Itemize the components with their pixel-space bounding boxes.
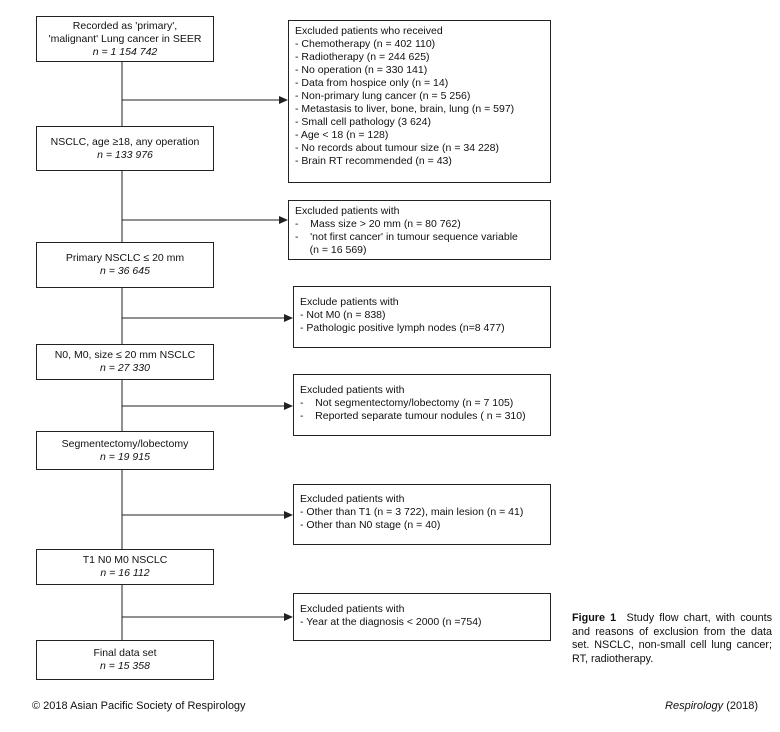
journal-reference: Respirology (2018) [665, 700, 758, 712]
exclusion-item: - Year at the diagnosis < 2000 (n =754) [300, 616, 482, 628]
exclusion-item: - Metastasis to liver, bone, brain, lung… [295, 103, 515, 115]
exclusion-item: - Age < 18 (n = 128) [295, 129, 389, 141]
step-text: N0, M0, size ≤ 20 mm NSCLC [54, 349, 196, 361]
journal-name: Respirology [665, 700, 724, 712]
step-text: Segmentectomy/lobectomy [61, 437, 189, 450]
copyright-notice: © 2018 Asian Pacific Society of Respirol… [32, 700, 246, 712]
step-text: Recorded as 'primary', [72, 19, 178, 32]
exclusion-box-treatment: Excluded patients who received - Chemoth… [288, 20, 551, 183]
exclusion-box-surgery: Excluded patients with - Not segmentecto… [293, 374, 551, 436]
flow-step-segmentectomy: Segmentectomy/lobectomy n = 19 915 [36, 431, 214, 470]
journal-year: (2018) [726, 700, 758, 712]
exclusion-item: - Radiotherapy (n = 244 625) [295, 51, 430, 63]
flow-step-t1n0m0: T1 N0 M0 NSCLC n = 16 112 [36, 549, 214, 585]
exclusion-title: Exclude patients with [300, 296, 399, 308]
exclusion-title: Excluded patients with [295, 205, 400, 217]
flow-step-primary-nsclc: Primary NSCLC ≤ 20 mm n = 36 645 [36, 242, 214, 288]
step-text: 'malignant' Lung cancer in SEER [48, 32, 202, 45]
step-count: n = 27 330 [100, 362, 150, 374]
step-text: NSCLC, age ≥18, any operation [50, 135, 200, 148]
exclusion-item: - Other than N0 stage (n = 40) [300, 519, 441, 531]
step-text: Primary NSCLC ≤ 20 mm [65, 252, 185, 264]
exclusion-item: - Not M0 (n = 838) [300, 309, 386, 321]
exclusion-item: - Mass size > 20 mm (n = 80 762) [295, 218, 461, 230]
exclusion-title: Excluded patients with [300, 603, 405, 615]
flow-step-seer-records: Recorded as 'primary', 'malignant' Lung … [36, 16, 214, 62]
exclusion-item: - Pathologic positive lymph nodes (n=8 4… [300, 322, 505, 334]
exclusion-item: - 'not first cancer' in tumour sequence … [295, 231, 518, 243]
exclusion-title: Excluded patients with [300, 384, 405, 396]
exclusion-item: - Chemotherapy (n = 402 110) [295, 38, 436, 50]
flow-step-final-data-set: Final data set n = 15 358 [36, 640, 214, 680]
exclusion-item: - Data from hospice only (n = 14) [295, 77, 449, 89]
exclusion-box-m0-lymph: Exclude patients with - Not M0 (n = 838)… [293, 286, 551, 348]
exclusion-title: Excluded patients who received [295, 25, 443, 37]
step-count: n = 19 915 [100, 450, 150, 463]
exclusion-item: - No operation (n = 330 141) [295, 64, 428, 76]
exclusion-box-year: Excluded patients with - Year at the dia… [293, 593, 551, 641]
caption-text: Study flow chart, with counts and reason… [572, 612, 773, 665]
exclusion-box-t1-n0: Excluded patients with - Other than T1 (… [293, 484, 551, 545]
step-count: n = 36 645 [100, 265, 150, 277]
caption-label: Figure 1 [572, 612, 617, 624]
exclusion-item: (n = 16 569) [295, 244, 367, 256]
exclusion-item: - Brain RT recommended (n = 43) [295, 155, 452, 167]
exclusion-item: - Small cell pathology (3 624) [295, 116, 431, 128]
exclusion-item: - Non-primary lung cancer (n = 5 256) [295, 90, 471, 102]
step-text: Final data set [93, 647, 157, 659]
step-text: T1 N0 M0 NSCLC [82, 554, 168, 566]
step-count: n = 15 358 [100, 660, 150, 672]
flow-step-nsclc-age-operation: NSCLC, age ≥18, any operation n = 133 97… [36, 126, 214, 171]
figure-caption: Figure 1 Study flow chart, with counts a… [572, 612, 772, 666]
flow-step-n0m0: N0, M0, size ≤ 20 mm NSCLC n = 27 330 [36, 344, 214, 380]
step-count: n = 1 154 742 [92, 45, 158, 58]
exclusion-item: - No records about tumour size (n = 34 2… [295, 142, 499, 154]
exclusion-box-mass-size: Excluded patients with - Mass size > 20 … [288, 200, 551, 260]
step-count: n = 133 976 [97, 148, 153, 161]
step-count: n = 16 112 [100, 567, 150, 579]
exclusion-item: - Reported separate tumour nodules ( n =… [300, 410, 526, 422]
exclusion-title: Excluded patients with [300, 493, 405, 505]
exclusion-item: - Other than T1 (n = 3 722), main lesion… [300, 506, 524, 518]
exclusion-item: - Not segmentectomy/lobectomy (n = 7 105… [300, 397, 514, 409]
